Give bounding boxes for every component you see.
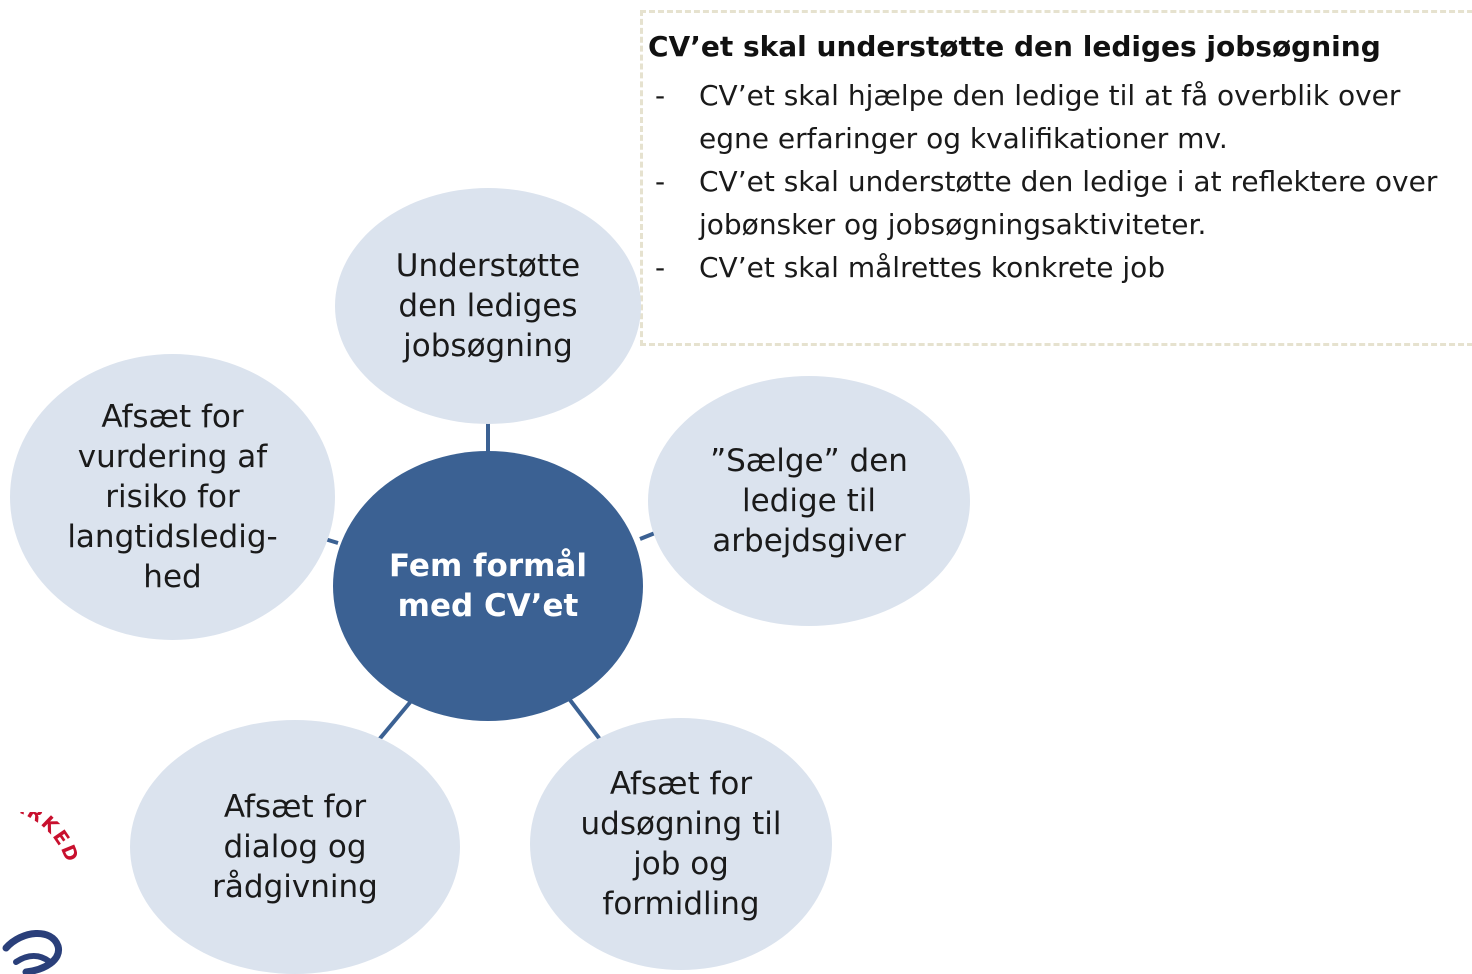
node-label: Understøtte den lediges jobsøgning [395,248,581,364]
node-saelge-ledige: ”Sælge” den ledige til arbejdsgiver [648,376,970,626]
node-udsoegning-formidling: Afsæt for udsøgning til job og formidlin… [530,718,832,970]
callout-item: CV’et skal målrettes konkrete job [655,246,1455,289]
node-label: Afsæt for dialog og rådgivning [212,789,378,905]
hub-node: Fem formål med CV’et [333,451,643,721]
connector-bottom-left [375,698,414,744]
svg-text:ARKED: ARKED [8,812,80,867]
callout-item: CV’et skal understøtte den ledige i at r… [655,160,1455,246]
callout-title: CV’et skal understøtte den lediges jobsø… [648,30,1381,63]
callout-list: CV’et skal hjælpe den ledige til at få o… [655,74,1455,289]
organization-logo: ARKED [2,812,80,974]
node-understoette-jobsoegning: Understøtte den lediges jobsøgning [335,188,641,424]
node-label: Afsæt for udsøgning til job og formidlin… [580,766,782,922]
node-label: ”Sælge” den ledige til arbejdsgiver [710,443,908,559]
callout-item: CV’et skal hjælpe den ledige til at få o… [655,74,1455,160]
node-dialog-raadgivning: Afsæt for dialog og rådgivning [130,720,460,974]
hub-label: Fem formål med CV’et [389,548,587,624]
node-vurdering-risiko: Afsæt for vurdering af risiko for langti… [10,354,335,640]
connector-bottom-right [568,698,604,744]
node-label: Afsæt for vurdering af risiko for langti… [67,399,278,595]
